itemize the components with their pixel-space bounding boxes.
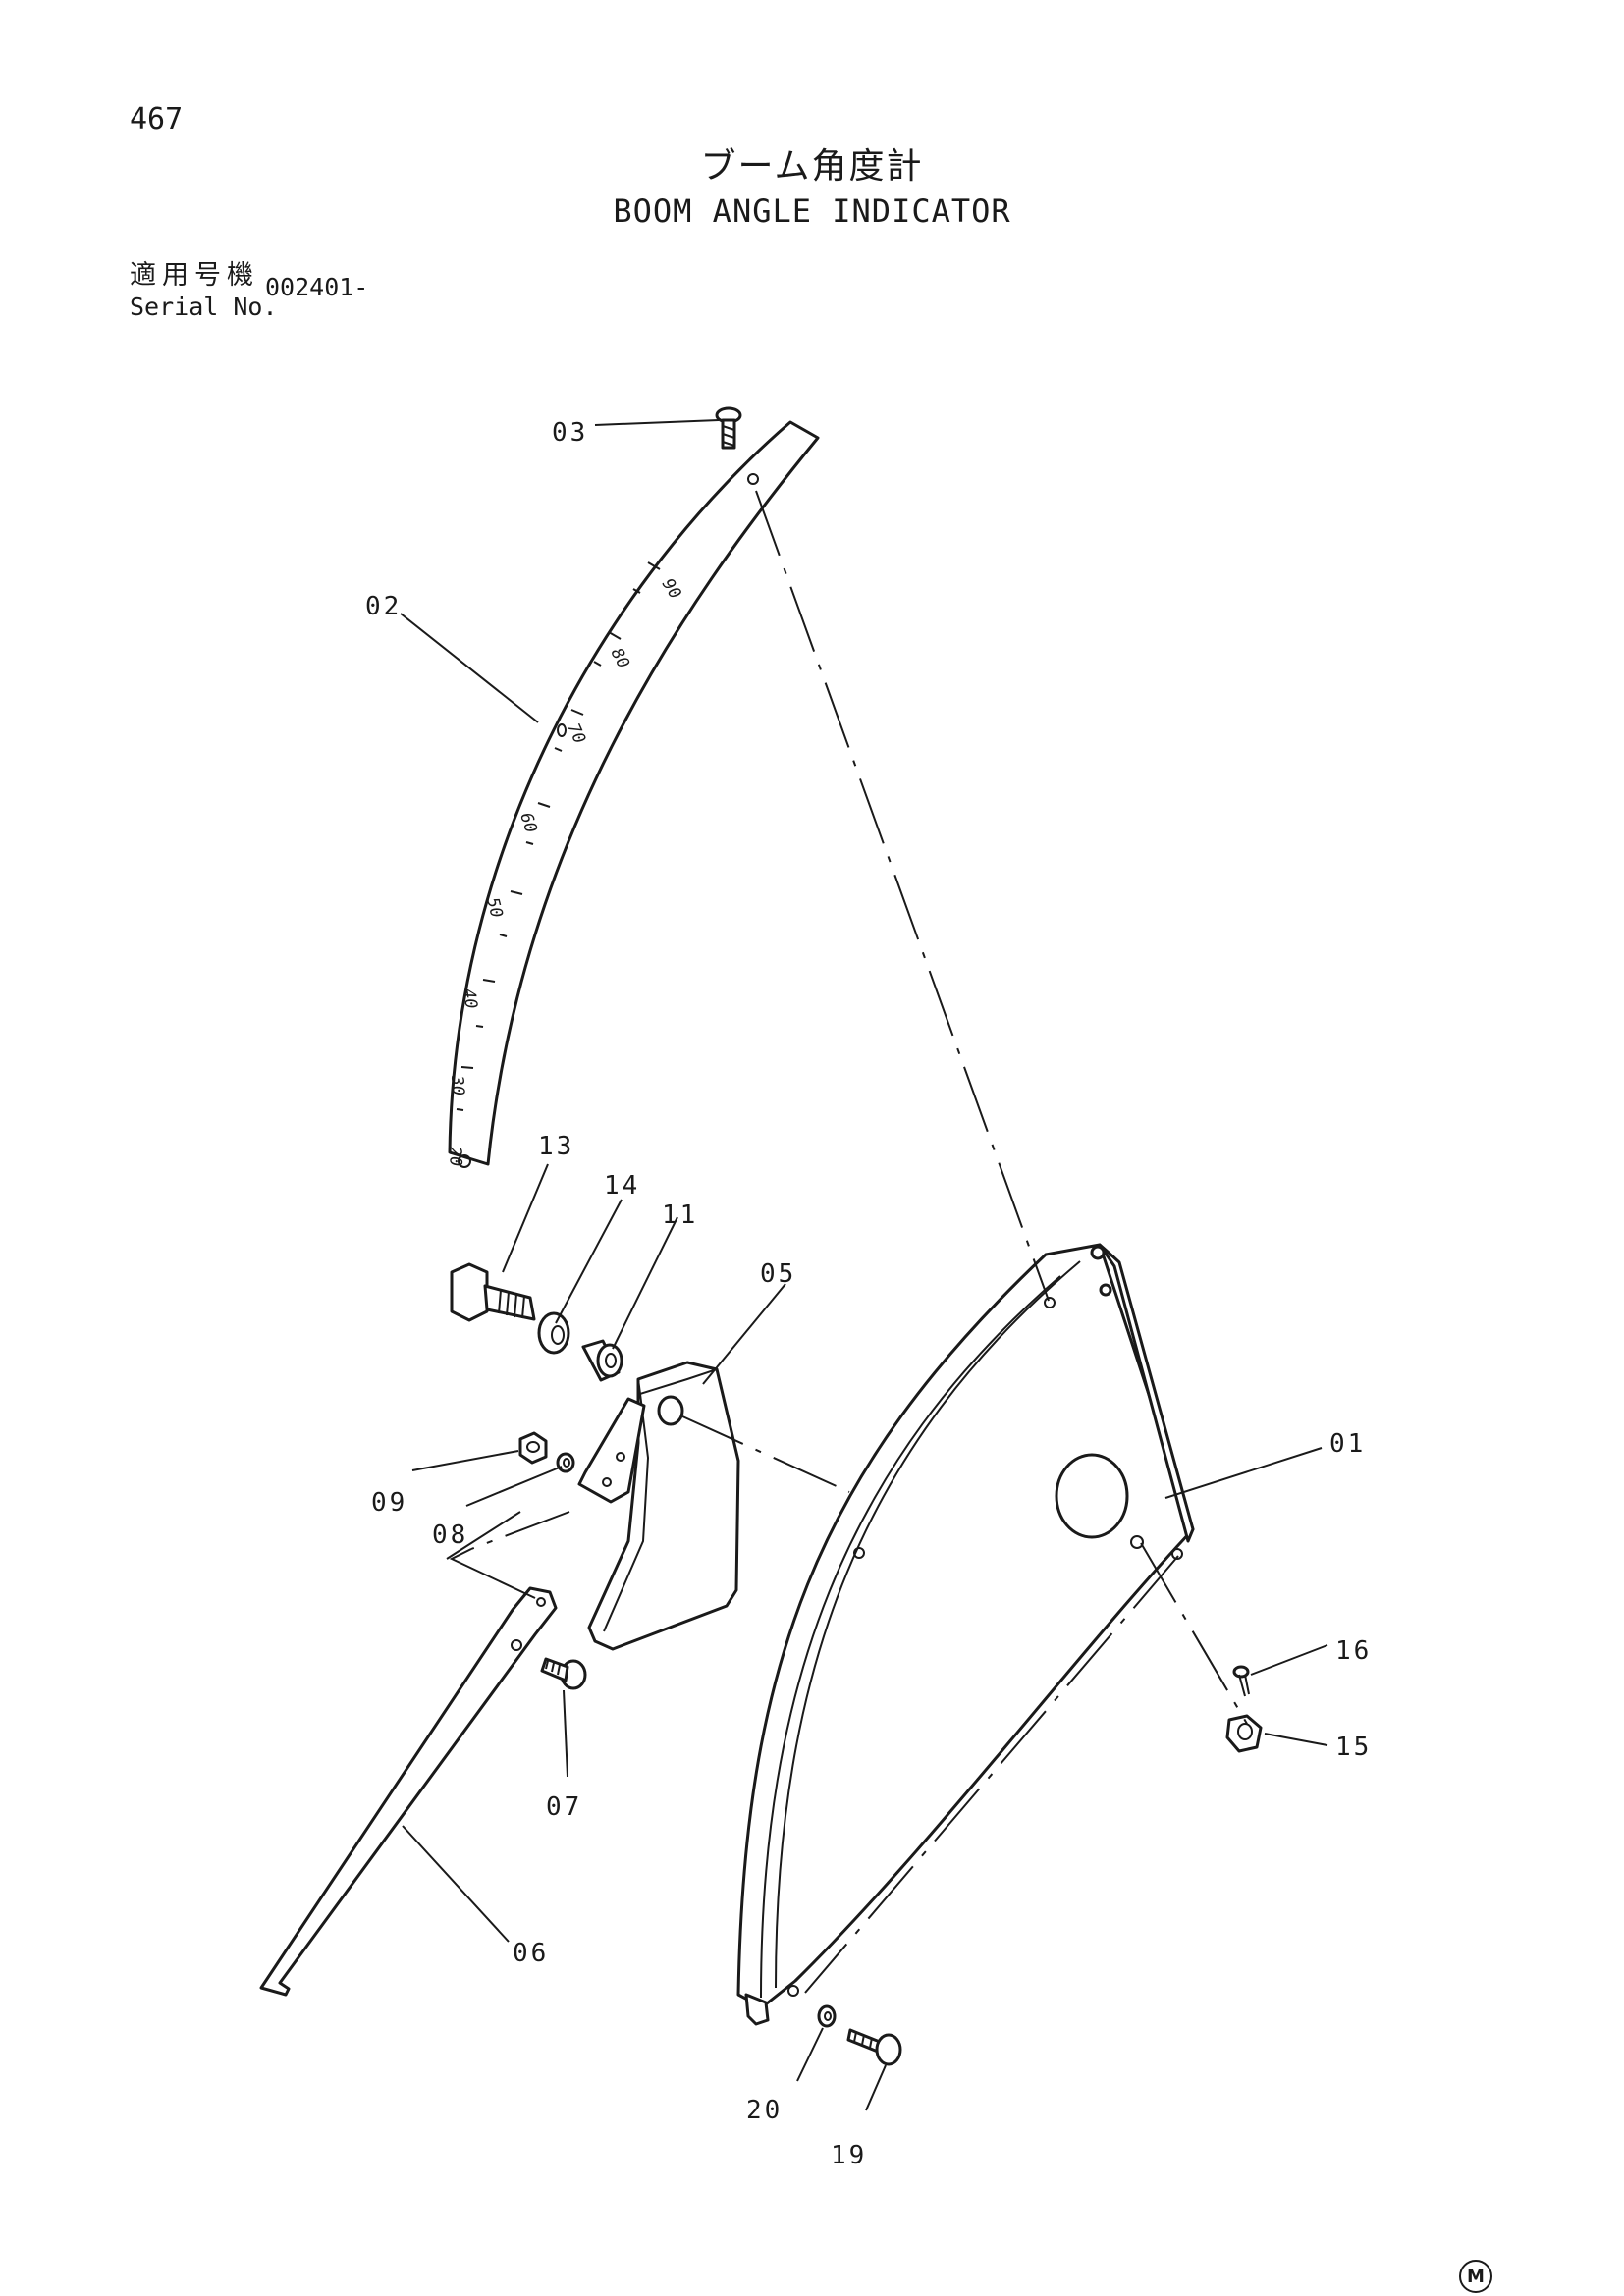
callout-20: 20 bbox=[746, 2096, 783, 2125]
scale-number-40: 40 bbox=[459, 988, 481, 1010]
title-english: BOOM ANGLE INDICATOR bbox=[613, 192, 1011, 230]
assembly-centerlines bbox=[446, 490, 1248, 1994]
callout-07: 07 bbox=[546, 1792, 582, 1822]
callout-16: 16 bbox=[1335, 1636, 1372, 1666]
serial-label-english: Serial No. bbox=[130, 293, 278, 321]
page-number: 467 bbox=[130, 102, 184, 136]
pivot-bolt bbox=[450, 1262, 536, 1322]
serial-label-japanese: 適用号機 bbox=[130, 260, 259, 291]
cotter-pin bbox=[1232, 1665, 1250, 1697]
corner-mark: M bbox=[1459, 2260, 1492, 2293]
callout-19: 19 bbox=[831, 2141, 867, 2170]
nut bbox=[518, 1431, 548, 1465]
pointer-needle bbox=[259, 1586, 558, 1997]
scale-number-30: 30 bbox=[447, 1074, 467, 1096]
angle-scale-strip: 90 80 70 60 50 40 30 20 bbox=[445, 420, 820, 1168]
callout-11: 11 bbox=[662, 1201, 698, 1230]
callout-05: 05 bbox=[760, 1259, 796, 1289]
callout-14: 14 bbox=[604, 1171, 640, 1201]
callout-02: 02 bbox=[365, 592, 402, 621]
callout-03: 03 bbox=[552, 418, 588, 448]
callout-leaders bbox=[400, 419, 1328, 2111]
bottom-bolt bbox=[846, 2028, 902, 2066]
scale-number-50: 50 bbox=[482, 895, 506, 920]
pendulum-weight bbox=[577, 1361, 740, 1651]
needle-bolt bbox=[540, 1657, 587, 1690]
small-washer bbox=[556, 1452, 575, 1473]
callout-15: 15 bbox=[1335, 1733, 1372, 1762]
serial-value: 002401- bbox=[265, 273, 369, 301]
callout-01: 01 bbox=[1329, 1429, 1366, 1459]
right-nut bbox=[1225, 1714, 1263, 1753]
scale-number-20: 20 bbox=[445, 1146, 465, 1166]
bottom-washer bbox=[817, 2004, 837, 2028]
bushing bbox=[581, 1339, 623, 1382]
scale-screw bbox=[715, 406, 742, 450]
quadrant-bracket bbox=[736, 1243, 1195, 2026]
callout-09: 09 bbox=[371, 1488, 407, 1518]
washer bbox=[537, 1311, 570, 1355]
callout-13: 13 bbox=[538, 1132, 574, 1161]
callout-06: 06 bbox=[513, 1939, 549, 1968]
title-japanese: ブーム角度計 bbox=[700, 146, 924, 187]
callout-08: 08 bbox=[432, 1521, 468, 1550]
